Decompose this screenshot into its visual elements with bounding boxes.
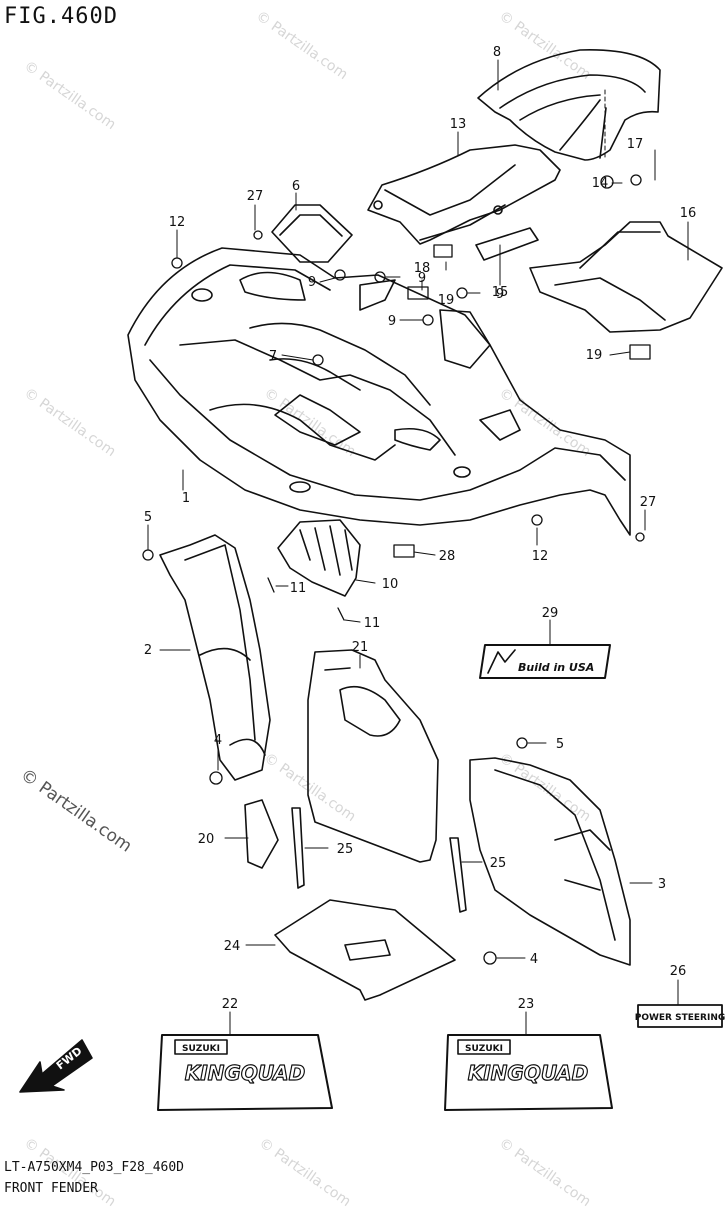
part-25-tie-right (449, 837, 467, 913)
decal-23-kingquad: SUZUKI KINGQUAD (444, 1034, 613, 1111)
fastener-9d (422, 314, 434, 326)
screw-11a (267, 577, 275, 593)
pad-19-right (629, 344, 651, 360)
figure-code: LT-A750XM4_P03_F28_460D (4, 1160, 185, 1175)
fastener-14 (600, 175, 614, 189)
fasteners (142, 174, 651, 965)
fastener-9b (334, 269, 346, 281)
decal-22-suzuki-text: SUZUKI (182, 1044, 220, 1054)
callout-17: 17 (627, 137, 644, 152)
callout-11b: 11 (364, 616, 381, 631)
fastener-17 (630, 174, 642, 186)
pad-28 (393, 544, 415, 558)
callout-9c: 9 (496, 287, 504, 302)
callout-6: 6 (292, 179, 300, 194)
callout-5-right: 5 (556, 737, 564, 752)
decal-26-power-steering: POWER STEERING (635, 1004, 726, 1028)
callout-14: 14 (592, 176, 609, 191)
callout-4-left: 4 (214, 733, 222, 748)
callout-9d: 9 (388, 314, 396, 329)
callout-22: 22 (222, 997, 239, 1012)
callout-24: 24 (224, 939, 241, 954)
part-6-lid (271, 204, 353, 263)
callout-10: 10 (382, 577, 399, 592)
fastener-4-right (483, 951, 497, 965)
part-20-clip (244, 799, 279, 869)
callout-12-top: 12 (169, 215, 186, 230)
fastener-12-top (171, 257, 183, 269)
callout-25-left: 25 (337, 842, 354, 857)
callout-25-right: 25 (490, 856, 507, 871)
callout-12-right: 12 (532, 549, 549, 564)
figure-name: FRONT FENDER (4, 1181, 98, 1196)
part-3-inner-fender-right (469, 757, 631, 966)
decal-29-text: Build in USA (518, 661, 594, 674)
callout-13: 13 (450, 117, 467, 132)
part-2-inner-panel-left (159, 534, 271, 781)
fastener-7 (312, 354, 324, 366)
callout-28: 28 (439, 549, 456, 564)
fastener-4-left (209, 771, 223, 785)
pad-18 (407, 286, 429, 300)
callout-2: 2 (144, 643, 152, 658)
callout-8: 8 (493, 45, 501, 60)
figure-title: FIG.460D (4, 4, 118, 29)
fastener-12-right (531, 514, 543, 526)
part-8-cover (477, 49, 661, 161)
part-16-panel (529, 221, 723, 333)
part-15-pad (475, 227, 539, 261)
callout-26: 26 (670, 964, 687, 979)
callout-20: 20 (198, 832, 215, 847)
callout-5-left: 5 (144, 510, 152, 525)
decal-22-kingquad-text: KINGQUAD (185, 1061, 306, 1085)
callout-3: 3 (658, 877, 666, 892)
callout-15: 15 (492, 285, 509, 300)
decal-23-suzuki-text: SUZUKI (465, 1044, 503, 1054)
decal-23-kingquad-text: KINGQUAD (468, 1061, 589, 1085)
fastener-27-right (635, 532, 645, 542)
callout-19-right: 19 (586, 348, 603, 363)
part-1-front-fender (127, 247, 631, 536)
fwd-arrow: FWD (19, 1039, 93, 1093)
part-13-bracket (367, 144, 561, 245)
fastener-5-left (142, 549, 154, 561)
decal-26-text: POWER STEERING (635, 1013, 726, 1023)
part-25-tie-left (291, 807, 305, 889)
callout-11a: 11 (290, 581, 307, 596)
fastener-9c (456, 287, 468, 299)
fastener-5-right (516, 737, 528, 749)
callout-9b: 9 (308, 275, 316, 290)
callout-21: 21 (352, 640, 369, 655)
decal-29-build-in-usa: Build in USA (479, 644, 611, 679)
callout-4-right: 4 (530, 952, 538, 967)
callout-1: 1 (182, 491, 190, 506)
part-10-grille (277, 519, 361, 597)
part-24-plate (274, 899, 456, 1001)
leader-lines (147, 59, 689, 1036)
fastener-27-top (253, 230, 263, 240)
callout-27-right: 27 (640, 495, 657, 510)
fastener-9a (374, 271, 386, 283)
part-21-shield (307, 649, 439, 863)
callout-18: 18 (414, 261, 431, 276)
pad-19-top (433, 244, 453, 258)
decal-22-kingquad: SUZUKI KINGQUAD (157, 1034, 333, 1111)
screw-11b (337, 607, 345, 621)
callout-7: 7 (269, 349, 277, 364)
callout-9a: 9 (418, 271, 426, 286)
callout-23: 23 (518, 997, 535, 1012)
callout-19-top: 19 (438, 293, 455, 308)
callout-labels: 8 13 6 27 12 16 17 14 9 9 9 9 7 18 19 15… (144, 45, 696, 1012)
callout-16: 16 (680, 206, 697, 221)
callout-29: 29 (542, 606, 559, 621)
callout-27-top: 27 (247, 189, 264, 204)
